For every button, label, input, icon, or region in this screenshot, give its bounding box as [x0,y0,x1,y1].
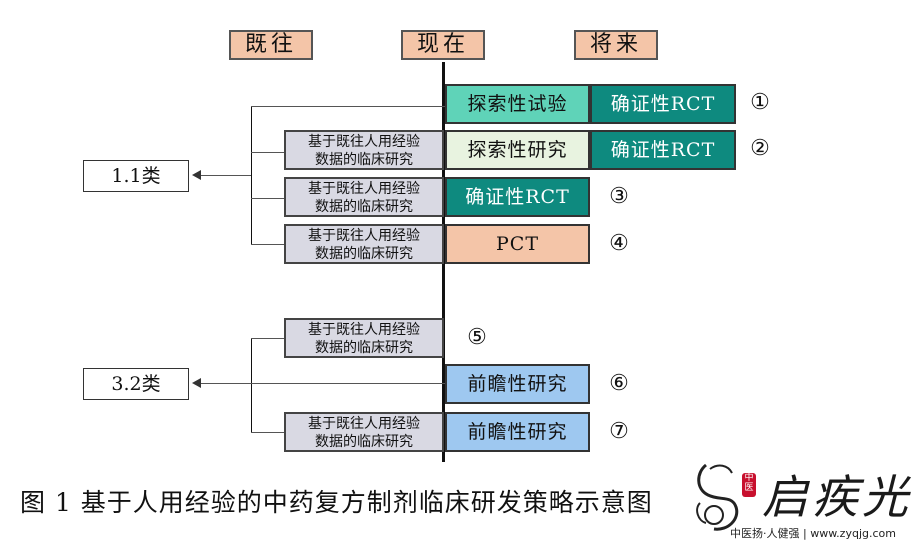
row3-number: ③ [609,184,629,209]
class-1-1-arrow-line [200,175,251,176]
watermark-name: 启疾光 [762,470,912,524]
prior-line2: 数据的临床研究 [315,246,413,262]
class-1-1-bracket-vertical [251,106,252,244]
row5-prior-study: 基于既往人用经验数据的临床研究 [284,318,444,358]
row7-prior-study: 基于既往人用经验数据的临床研究 [284,412,444,452]
prior-line1: 基于既往人用经验 [308,134,420,150]
row1-future-box: 确证性RCT [590,84,736,124]
row1-current-box: 探索性试验 [445,84,590,124]
class-1-1-arrowhead [192,170,201,180]
prior-line2: 数据的临床研究 [315,199,413,215]
row3-prior-study: 基于既往人用经验数据的临床研究 [284,177,444,217]
bracket-line-row7 [251,432,284,433]
bracket-line-row1 [251,106,445,107]
row6-number: ⑥ [609,371,629,396]
row4-prior-study: 基于既往人用经验数据的临床研究 [284,224,444,264]
bracket-line-row4 [251,244,284,245]
timeline-present: 现在 [401,30,485,60]
timeline-past: 既往 [229,30,313,60]
timeline-future: 将来 [574,30,658,60]
watermark-logo: 中医 启疾光 中医扬·人健强 | www.zyqjg.com [690,455,918,547]
prior-line2: 数据的临床研究 [315,340,413,356]
bracket-line-row5 [251,338,284,339]
row4-current-box: PCT [445,224,590,264]
class-1-1-label: 1.1类 [83,160,189,192]
row7-current-box: 前瞻性研究 [445,412,590,452]
row2-current-box: 探索性研究 [445,130,590,170]
watermark-tagline: 中医扬·人健强 | www.zyqjg.com [730,527,896,540]
row1-number: ① [750,90,770,115]
row2-number: ② [750,136,770,161]
seal-badge: 中医 [742,473,756,497]
row6-current-box: 前瞻性研究 [445,364,590,404]
row5-number: ⑤ [467,325,487,350]
row7-number: ⑦ [609,419,629,444]
class-3-2-bracket-vertical [251,338,252,432]
bracket-line-row2 [251,152,284,153]
row2-prior-study: 基于既往人用经验数据的临床研究 [284,130,444,170]
prior-line1: 基于既往人用经验 [308,181,420,197]
bracket-line-row3 [251,198,284,199]
class-3-2-label: 3.2类 [83,368,189,400]
prior-line1: 基于既往人用经验 [308,416,420,432]
bracket-line-row6 [200,383,445,384]
prior-line1: 基于既往人用经验 [308,228,420,244]
dragon-emblem-icon [696,463,739,531]
class-3-2-arrowhead [192,378,201,388]
prior-line1: 基于既往人用经验 [308,322,420,338]
row4-number: ④ [609,231,629,256]
row3-current-box: 确证性RCT [445,177,590,217]
row2-future-box: 确证性RCT [590,130,736,170]
prior-line2: 数据的临床研究 [315,152,413,168]
prior-line2: 数据的临床研究 [315,434,413,450]
figure-caption: 图 1 基于人用经验的中药复方制剂临床研发策略示意图 [20,488,653,517]
